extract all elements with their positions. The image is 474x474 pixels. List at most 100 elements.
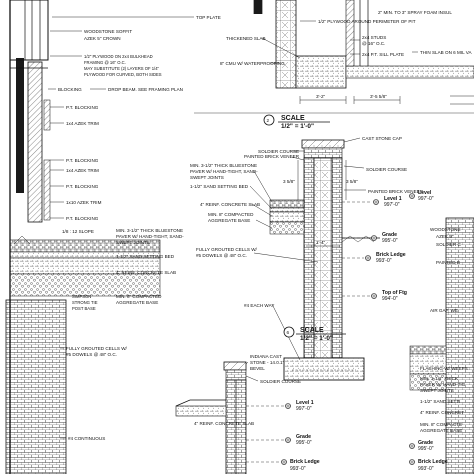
left-note-25: MIN. 8" COMPACTED [116, 294, 162, 299]
top-right-section: THICKENED SLAB 8" CMU W/ WATERPROOFING 1… [194, 0, 474, 114]
detail-2-elevation-level1: Level 1 997'-0" [342, 196, 402, 208]
detail-2-cast-stone-cap [301, 139, 345, 149]
left-blocking-2 [43, 159, 51, 221]
detail-2-elev-0-name: Level 1 [384, 196, 402, 202]
top-right-note-4: @ 16" O.C. [362, 41, 385, 46]
detail-2-dim-0: 3 5/8" [283, 179, 295, 184]
far-right-note-3: PAINTED B [436, 260, 460, 265]
left-note-9: P.T. BLOCKING [66, 105, 99, 110]
detail-2-note-5: SWEPT JOINTS [190, 175, 224, 180]
far-right-slab [409, 353, 447, 375]
detail-2-note-4: PAVER W/ HAND-TIGHT, SAND- [190, 169, 258, 174]
left-note-17: MIN. 3-1/2" THICK BLUESTONE [116, 228, 183, 233]
detail-2-footing [283, 357, 365, 381]
detail-6-elevation-level1: Level 1 997'-0" [246, 400, 314, 412]
detail-6-cast-stone [223, 361, 247, 371]
left-note-5: MAY SUBSTITUTE (2) LAYERS OF 1/4" [84, 66, 160, 71]
detail-6: 6 SCALE 1/2" = 1'-0" INDIANA CAST STONE … [175, 326, 346, 474]
detail-2-note-8: MIN. 8" COMPACTED [208, 212, 254, 217]
top-right-note-5: 2x4 P.T. SILL PLATE [362, 52, 404, 57]
detail-6-note-2: BEVEL [250, 366, 265, 371]
detail-2-elev-3-value: 994'-0" [382, 296, 398, 302]
detail-2-note-1: SOLDIER COURSE [258, 149, 299, 154]
far-right-note-9: 1-1/2" SAND SETTI [420, 399, 460, 404]
far-right-note-8: SWEPT JOINTS [420, 388, 454, 393]
left-note-2: AZEK 5" CROWN [84, 36, 121, 41]
detail-2-note-7: 4" REINF. CONCRETE SLAB [200, 202, 260, 207]
far-right-elevation-brick-ledge: Brick Ledge 993'-0" [409, 459, 448, 472]
far-right-note-12: AGGREGATE BASE [420, 428, 462, 433]
top-right-dim-1: 3'-5 5/8" [370, 94, 387, 99]
left-note-20: 1-1/2" SAND SETTING BED [116, 254, 175, 259]
top-right-note-3: 2x4 STUDS [362, 35, 386, 40]
top-right-note-0: THICKENED SLAB [226, 36, 266, 41]
far-right-elev-1-value: 995'-0" [418, 446, 434, 452]
detail-2-paver [269, 199, 305, 209]
left-note-11: P.T. BLOCKING [66, 158, 99, 163]
far-right-note-0: WOODSTONE [430, 227, 461, 232]
top-right-pit-wall [345, 0, 355, 67]
left-note-13: P.T. BLOCKING [66, 184, 99, 189]
detail-2-elevation-top-of-ftg: Top of Ftg 994'-0" [342, 290, 407, 302]
detail-2-elevation-grade: Grade 995'-0" [342, 232, 398, 244]
detail-6-number: 6 [287, 330, 290, 335]
detail-2-elev-1-name: Grade [382, 232, 397, 238]
far-right-elev-2-value: 993'-0" [418, 466, 434, 472]
detail-2-elev-0-value: 997'-0" [384, 202, 400, 208]
left-note-6: PLYWOOD FOR CURVED, BOTH SIDES [84, 72, 162, 77]
detail-2-note-13: SOLDIER COURSE [366, 167, 407, 172]
left-note-15: P.T. BLOCKING [66, 216, 99, 221]
detail-6-soldier-course [225, 369, 247, 381]
left-note-8: DROP BEAM. SEE FRAMING PLAN [108, 87, 183, 92]
far-right-aggregate [409, 373, 447, 391]
far-right-note-11: MIN. 8" COMPACTE [420, 422, 462, 427]
detail-2-number-bubble [263, 114, 275, 126]
detail-6-elev-2-value: 993'-0" [290, 466, 306, 472]
left-note-29: #4 CONTINUOUS [68, 436, 105, 441]
detail-6-elevation-brick-ledge: Brick Ledge 993'-0" [246, 459, 320, 472]
detail-2-note-3: MIN. 3-1/2" THICK BLUESTONE [190, 163, 257, 168]
detail-2-note-11: #5 DOWELS @ 48" O.C. [196, 253, 247, 258]
far-right-elev-0-name: Level [418, 190, 432, 196]
left-note-27: FULLY GROUTED CELLS W/ [66, 346, 128, 351]
far-right-section: WOODSTONE AZEK 5" SOLDIER C PAINTED B AI… [409, 190, 474, 474]
left-note-7: BLOCKING [58, 87, 82, 92]
top-right-note-2: 1/2" PLYWOOD AROUND PERIMETER OF PIT [318, 19, 416, 24]
detail-2-elev-2-name: Brick Ledge [376, 252, 406, 258]
left-wall-frame [9, 0, 49, 61]
left-note-24: POST BASE [72, 306, 96, 311]
left-note-0: TOP PLATE [196, 15, 221, 20]
detail-2-number: 2 [267, 118, 270, 123]
left-aggregate-base [9, 273, 161, 297]
detail-2-dim-1: 3 5/8" [346, 179, 358, 184]
detail-6-elevation-grade: Grade 995'-0" [246, 434, 312, 446]
left-wall-stud-dark [16, 58, 24, 193]
detail-6-slab [175, 405, 227, 417]
left-wall-post [27, 61, 43, 223]
top-right-slab [345, 65, 474, 79]
detail-2-elevation-brick-ledge: Brick Ledge 993'-0" [342, 252, 406, 264]
detail-2-note-14: PAINTED BRICK VENEER [368, 189, 424, 194]
far-right-elev-0-value: 997'-0" [418, 196, 434, 202]
detail-6-scale: 1/2" = 1'-0" [300, 335, 333, 342]
far-right-note-6: MIN. 3-1/2" THICK [420, 376, 459, 381]
detail-2: 2 SCALE 1/2" = 1'-0" CAST STONE CAP SOLD… [190, 114, 424, 381]
detail-2-elev-2-value: 993'-0" [376, 258, 392, 264]
left-note-19: SWEPT JOINTS [116, 240, 150, 245]
left-note-22: SIMPSON [72, 294, 91, 299]
far-right-paver [409, 345, 447, 355]
far-right-wall [445, 217, 474, 474]
detail-6-elev-0-value: 997'-0" [296, 406, 312, 412]
detail-2-slab [269, 211, 305, 223]
left-note-26: AGGREGATE BASE [116, 300, 158, 305]
detail-2-note-9: AGGREGATE BASE [208, 218, 250, 223]
detail-6-note-4: 4" REINF. CONCRETE SLAB [194, 421, 254, 426]
left-note-28: #5 DOWELS @ 48" O.C. [66, 352, 117, 357]
top-right-note-6: THIN SLAB ON 6 MIL VA [420, 50, 473, 55]
left-note-12: 1x4 AZEK TRIM [66, 168, 99, 173]
detail-6-elev-1-name: Grade [296, 434, 311, 440]
left-note-23: STRONG TIE [72, 300, 98, 305]
left-note-4: FRAMING @ 16" O.C. [84, 60, 126, 65]
far-right-elev-2-name: Brick Ledge [418, 459, 448, 465]
top-right-note-1: 8" CMU W/ WATERPROOFING [220, 61, 285, 66]
